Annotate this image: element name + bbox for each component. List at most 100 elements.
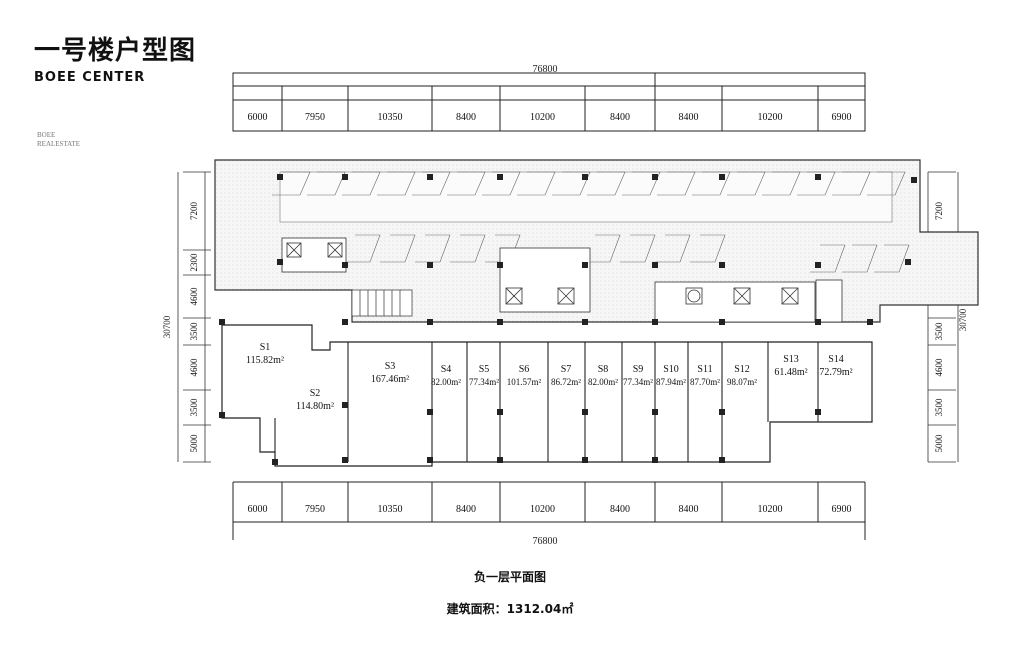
column (497, 457, 503, 463)
column (652, 174, 658, 180)
unit-id: S3 (385, 361, 396, 372)
parking-stall (272, 171, 311, 196)
column (427, 174, 433, 180)
unit-area: 101.57m² (507, 377, 542, 387)
height-dimension: 3500 (934, 322, 944, 341)
parking-stall (690, 234, 726, 263)
dimension-segment: 10200 (758, 504, 783, 515)
unit-id: S7 (561, 364, 572, 375)
column (815, 262, 821, 268)
right-dimension-rail (927, 172, 959, 462)
dimension-segment: 8400 (456, 112, 476, 123)
dimension-segment: 6900 (832, 112, 852, 123)
unit-area: 86.72m² (551, 377, 581, 387)
parking-stall (450, 234, 486, 263)
parking-stall (585, 234, 621, 263)
parking-stall (377, 171, 416, 196)
dimension-segment: 8400 (456, 504, 476, 515)
unit-area: 87.70m² (690, 377, 720, 387)
column (719, 174, 725, 180)
parking-stall (810, 244, 846, 273)
column (905, 259, 911, 265)
column (815, 174, 821, 180)
elevator-core-left (281, 237, 347, 273)
dimension-segment: 6000 (248, 112, 268, 123)
parking-stall (482, 171, 521, 196)
parking-stalls-top (272, 171, 906, 196)
parking-stall (345, 234, 381, 263)
column (427, 319, 433, 325)
parking-stall (692, 171, 731, 196)
unit-id: S12 (734, 364, 750, 375)
elevator-core-right (654, 279, 843, 323)
parking-stall (342, 171, 381, 196)
page-title: 一号楼户型图 (34, 36, 197, 66)
parking-area (214, 159, 979, 323)
right-total-height: 30700 (958, 308, 968, 331)
unit-area: 82.00m² (431, 377, 461, 387)
column (911, 177, 917, 183)
height-dimension: 7200 (934, 202, 944, 221)
dimension-segment: 10200 (758, 112, 783, 123)
unit-area: 87.94m² (656, 377, 686, 387)
column (497, 174, 503, 180)
unit-id: S1 (260, 342, 271, 353)
parking-stall (874, 244, 910, 273)
column (719, 319, 725, 325)
column (342, 319, 348, 325)
brand-line-2: REALESTATE (37, 140, 80, 148)
dimension-segment: 6000 (248, 504, 268, 515)
height-dimension: 4600 (189, 287, 199, 306)
unit-area: 115.82m² (246, 355, 284, 366)
dimension-segment: 7950 (305, 504, 325, 515)
parking-stall (587, 171, 626, 196)
column (719, 262, 725, 268)
column (277, 259, 283, 265)
unit-id: S9 (633, 364, 644, 375)
column (272, 459, 278, 465)
unit-id: S5 (479, 364, 490, 375)
parking-stall (307, 171, 346, 196)
parking-stall (727, 171, 766, 196)
height-dimension: 5000 (189, 434, 199, 453)
unit-id: S14 (828, 354, 844, 365)
column (867, 319, 873, 325)
column (652, 409, 658, 415)
column (427, 457, 433, 463)
dimension-segment: 7950 (305, 112, 325, 123)
parking-stall (552, 171, 591, 196)
column (497, 409, 503, 415)
unit-id: S11 (697, 364, 712, 375)
column (719, 457, 725, 463)
column (277, 174, 283, 180)
unit-area: 167.46m² (371, 374, 409, 385)
column (582, 262, 588, 268)
height-dimension: 4600 (189, 358, 199, 377)
parking-stalls-middle (345, 234, 910, 273)
height-dimension: 2300 (189, 253, 199, 272)
parking-stall (762, 171, 801, 196)
bottom-dimension-table (232, 481, 866, 540)
parking-stall (832, 171, 871, 196)
parking-stall (657, 171, 696, 196)
column (342, 262, 348, 268)
unit-area: 77.34m² (623, 377, 653, 387)
parking-stall (655, 234, 691, 263)
left-dimension-rail (177, 172, 206, 462)
parking-stall (842, 244, 878, 273)
column (582, 319, 588, 325)
unit-id: S4 (441, 364, 452, 375)
parking-stall (517, 171, 556, 196)
column (582, 457, 588, 463)
plan-name: 负一层平面图 (473, 570, 546, 584)
parking-stall (447, 171, 486, 196)
unit-area: 77.34m² (469, 377, 499, 387)
dimension-segment: 6900 (832, 504, 852, 515)
unit-area: 114.80m² (296, 401, 334, 412)
unit-id: S2 (310, 388, 321, 399)
bottom-total-dimension: 76800 (533, 536, 558, 547)
dimension-segment: 10200 (530, 112, 555, 123)
